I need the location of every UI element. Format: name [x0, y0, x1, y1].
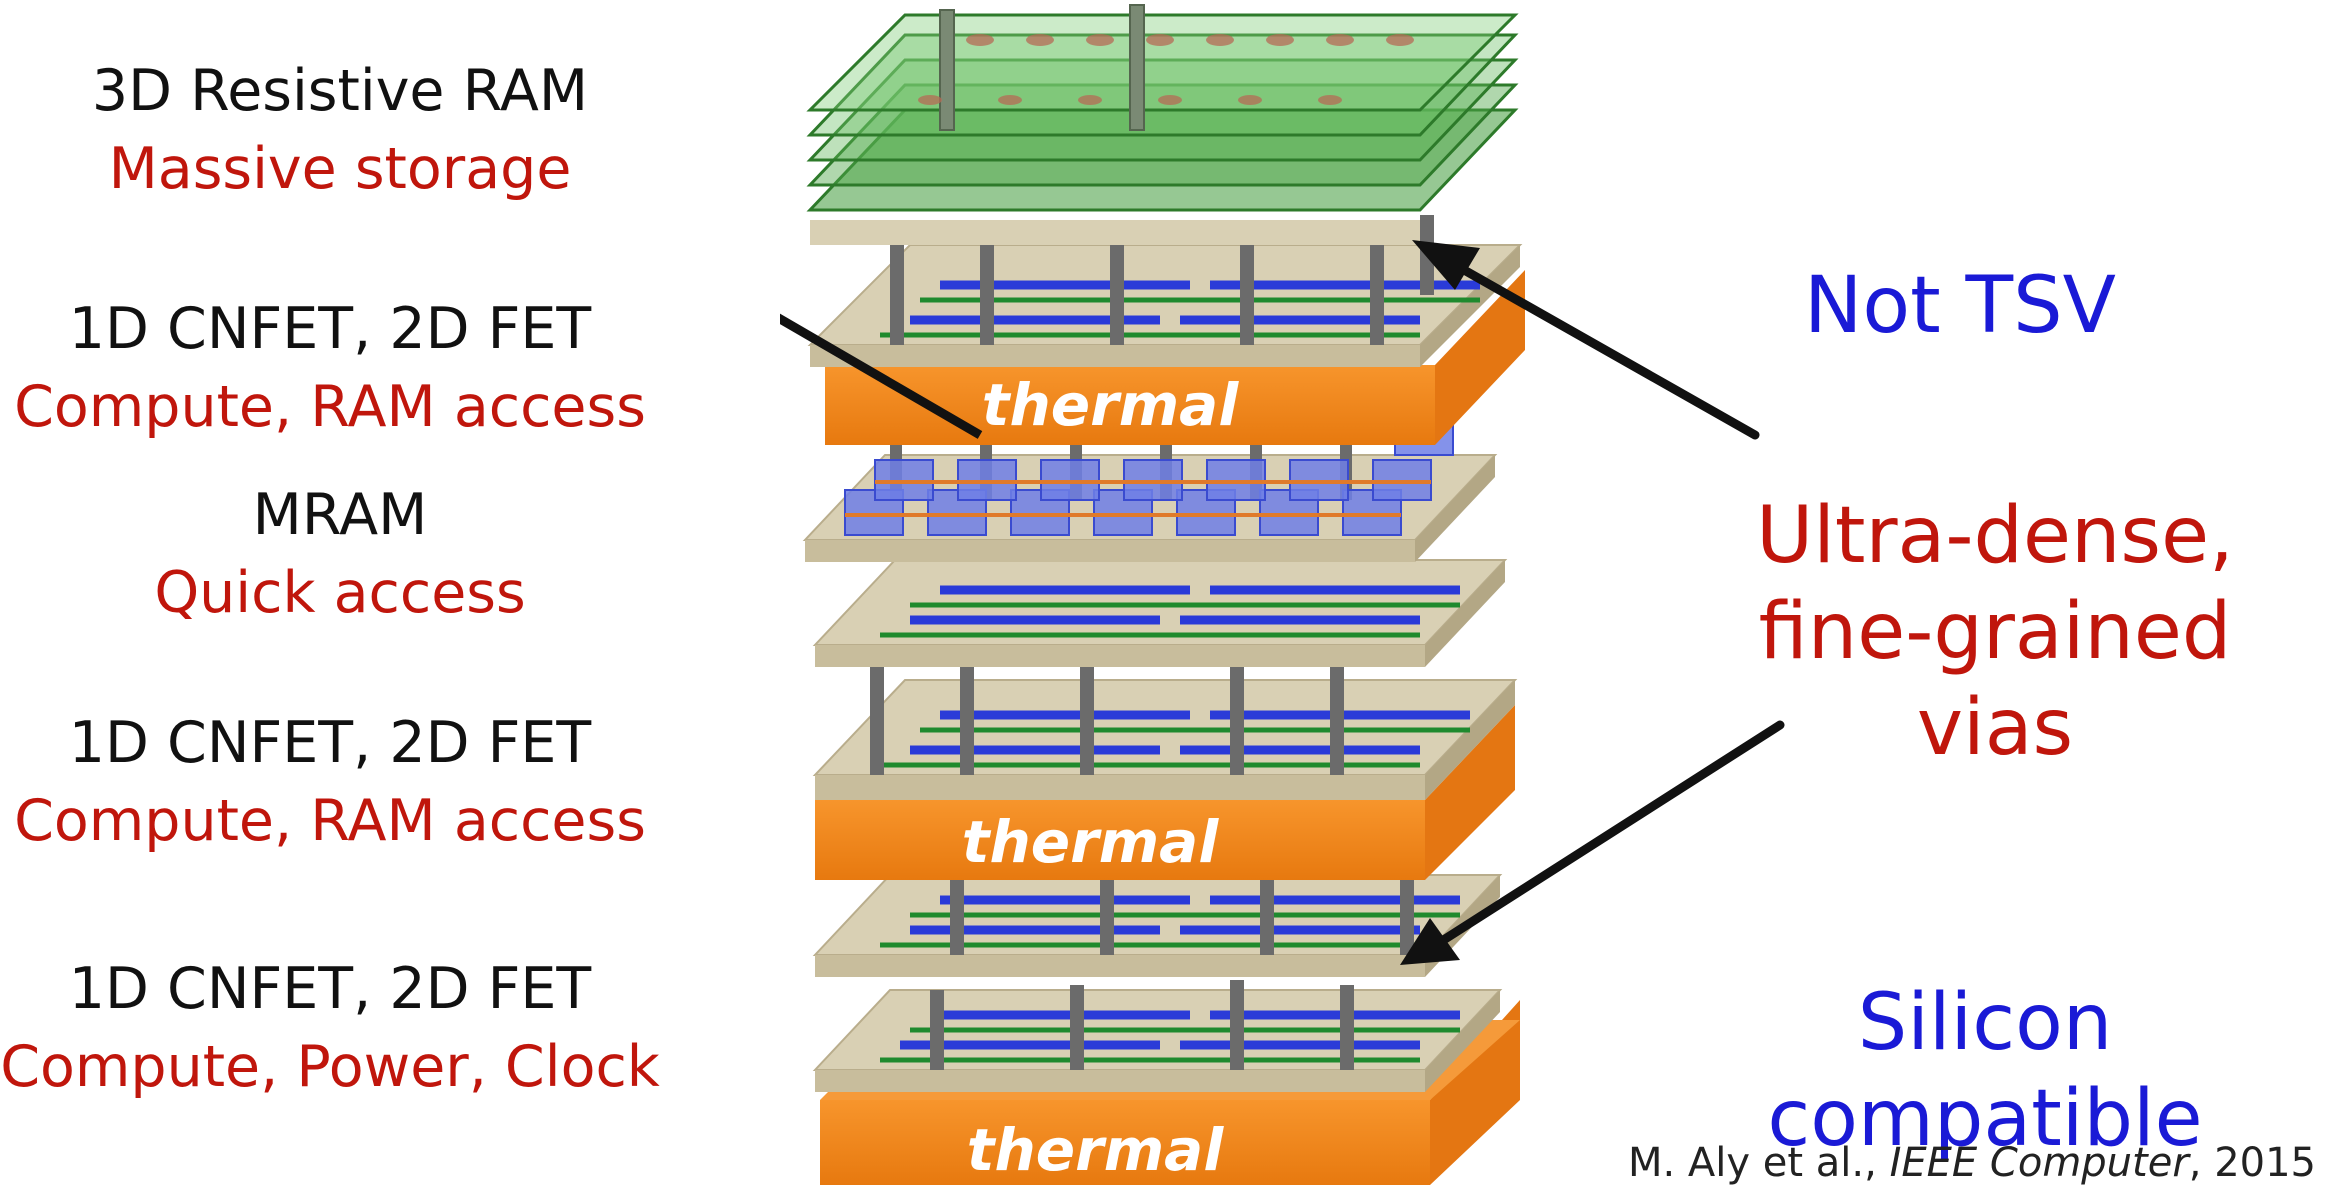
layer-name: 3D Resistive RAM: [91, 58, 589, 124]
vias-line-1: Ultra-dense,: [1756, 491, 2234, 581]
logic-plane-lower: [812, 870, 1503, 977]
layer-label-mram: MRAM Quick access: [10, 476, 670, 632]
layer-label-cnfet-2: 1D CNFET, 2D FET Compute, RAM access: [0, 704, 660, 860]
layer-role: Massive storage: [108, 136, 572, 202]
vias-line-2: fine-grained vias: [1758, 587, 2232, 773]
layer-role: Compute, RAM access: [14, 788, 646, 854]
citation-journal: IEEE Computer: [1889, 1140, 2189, 1186]
arrow-to-top-vias: [780, 313, 983, 439]
citation-year: , 2015: [2188, 1140, 2316, 1186]
layer-name: 1D CNFET, 2D FET: [68, 710, 592, 776]
silicon-callout: Silicon compatible: [1767, 978, 2203, 1164]
layer-role: Compute, Power, Clock: [0, 1034, 660, 1100]
thermal-label: thermal: [982, 371, 1240, 439]
logic-plane-mram-base: [812, 559, 1508, 667]
layer-role: Quick access: [154, 560, 526, 626]
logic-plane-middle: [812, 655, 1518, 800]
citation-authors: M. Aly et al.,: [1627, 1140, 1890, 1186]
layer-label-cnfet-1: 1D CNFET, 2D FET Compute, RAM access: [0, 290, 660, 446]
layer-label-cnfet-3: 1D CNFET, 2D FET Compute, Power, Clock: [0, 950, 660, 1106]
layer-name: 1D CNFET, 2D FET: [68, 296, 592, 362]
thermal-label: thermal: [967, 1116, 1225, 1184]
citation: M. Aly et al., IEEE Computer, 2015: [1628, 1140, 2316, 1186]
layer-name: 1D CNFET, 2D FET: [68, 956, 592, 1022]
layer-name: MRAM: [252, 482, 428, 548]
arrowhead-top: [1412, 240, 1480, 290]
layer-role: Compute, RAM access: [14, 374, 646, 440]
logic-plane-bottom: [812, 980, 1503, 1092]
layer-stack-diagram: thermal thermal: [780, 4, 1525, 1185]
mram-plane: [802, 414, 1498, 562]
rram-stack: [806, 4, 1519, 245]
vias-callout: Ultra-dense, fine-grained vias: [1690, 488, 2300, 776]
layer-label-rram: 3D Resistive RAM Massive storage: [10, 52, 670, 208]
thermal-label: thermal: [962, 808, 1220, 876]
thermal-slab-middle: thermal: [815, 705, 1515, 880]
arrowhead-bottom: [1400, 918, 1460, 965]
logic-plane-top: [807, 215, 1523, 367]
not-tsv-callout: Not TSV: [1804, 261, 2116, 351]
